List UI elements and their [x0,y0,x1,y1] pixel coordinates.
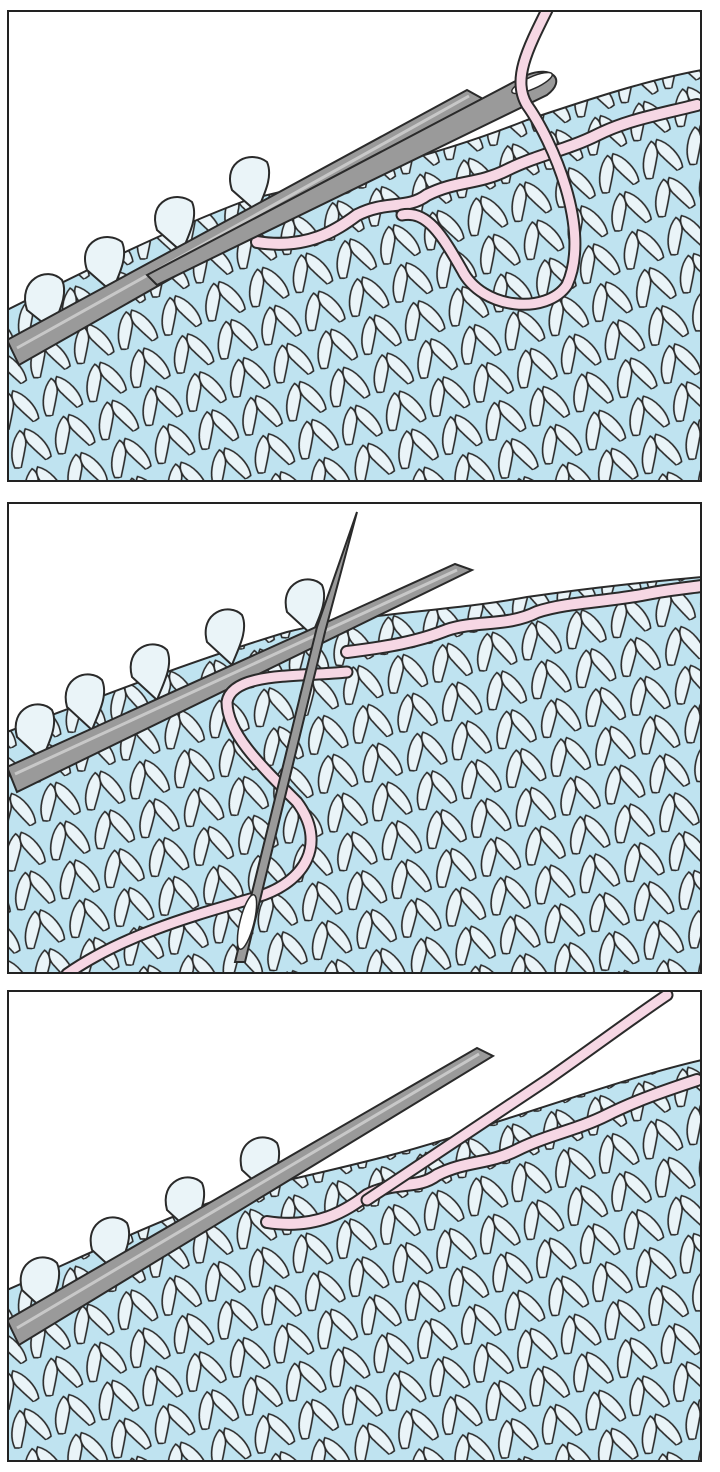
step-3-panel [7,990,702,1462]
panel-border [7,502,702,974]
knitted-fabric [7,575,702,974]
knitting-needle-icon [7,562,475,794]
panel-border [7,990,702,1462]
knitting-needle-icon [7,1046,496,1347]
step-2-panel [7,502,702,974]
live-stitches [14,578,326,762]
live-stitches [24,156,271,332]
step-1-illustration [7,10,702,482]
panel-border [7,10,702,482]
step-3-illustration [7,990,702,1462]
tapestry-needle-icon [233,511,358,963]
step-2-illustration [7,502,702,974]
step-1-panel [7,10,702,482]
